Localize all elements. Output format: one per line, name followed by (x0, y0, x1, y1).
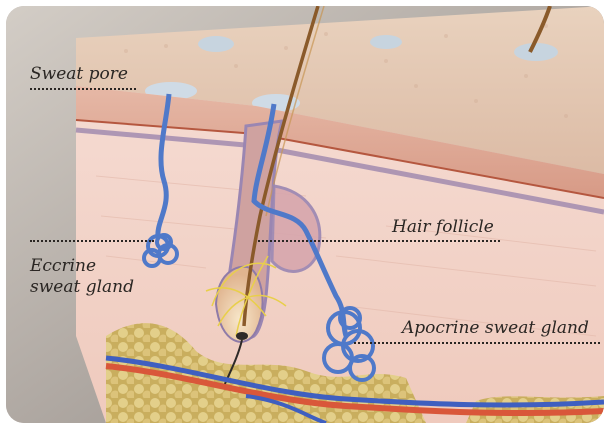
leader-line-sweat-pore (30, 88, 136, 90)
leader-line-eccrine (30, 240, 154, 242)
surface-pore (370, 35, 402, 49)
surface-pore (198, 36, 234, 52)
label-hair-follicle: Hair follicle (392, 217, 494, 237)
label-eccrine-line1: Eccrine (30, 256, 96, 276)
surface-pore (514, 43, 558, 61)
label-eccrine-line2: sweat gland (30, 277, 134, 297)
leader-line-hair-follicle (258, 240, 500, 242)
label-sweat-pore: Sweat pore (30, 64, 128, 84)
skin-cross-section-illustration: Sweat pore Eccrine sweat gland Hair foll… (6, 6, 604, 423)
dermal-papilla (236, 332, 248, 340)
leader-line-apocrine (354, 342, 600, 344)
label-apocrine-sweat-gland: Apocrine sweat gland (402, 318, 589, 338)
